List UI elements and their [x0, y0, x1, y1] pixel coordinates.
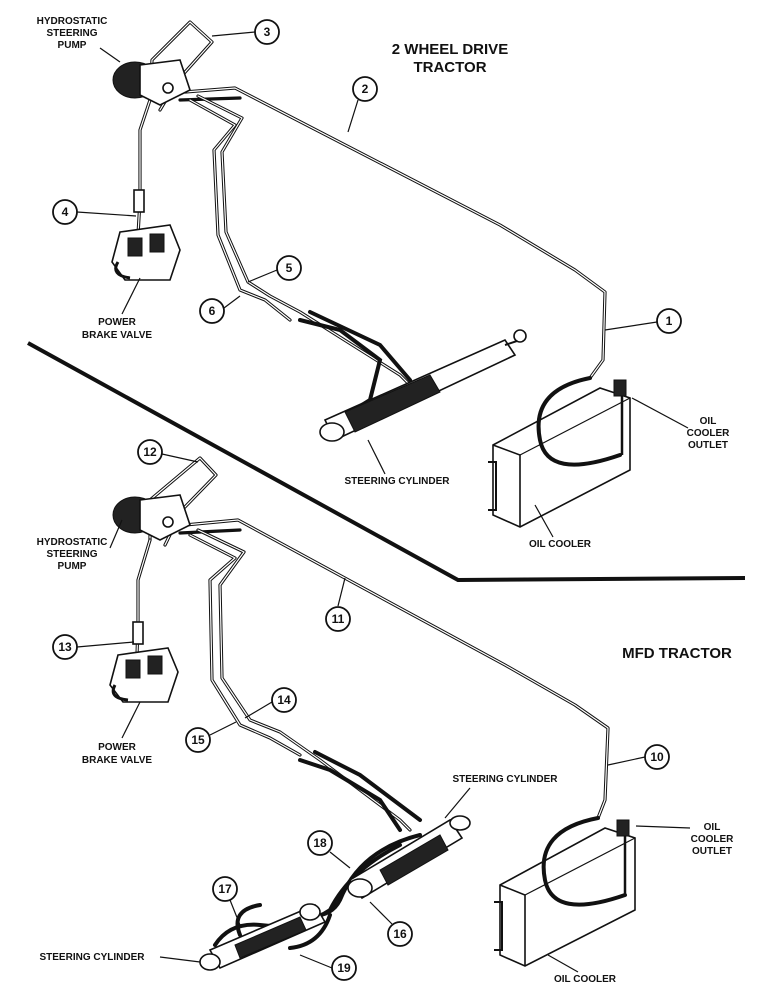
bottom-pump-label-line1: HYDROSTATIC: [37, 537, 108, 548]
top-cylinder-label: STEERING CYLINDER: [344, 476, 450, 487]
svg-text:11: 11: [332, 612, 345, 626]
top-steering-cylinder: [319, 329, 527, 442]
svg-text:15: 15: [191, 733, 205, 747]
callout-5: 5: [247, 255, 302, 283]
bottom-oil-cooler-label: OIL COOLER: [554, 974, 617, 985]
two-wheel-drive-section: 2 WHEEL DRIVE TRACTOR: [37, 16, 731, 550]
callout-14: 14: [244, 687, 297, 719]
bottom-right-steering-cylinder: [347, 815, 471, 900]
callout-19: 19: [299, 954, 357, 981]
svg-text:5: 5: [286, 261, 293, 275]
top-outlet-label-line1: OIL: [700, 416, 717, 427]
callout-10: 10: [607, 744, 670, 770]
bottom-section-title: MFD TRACTOR: [622, 645, 732, 662]
callout-12: 12: [137, 439, 199, 465]
svg-text:10: 10: [650, 750, 664, 764]
svg-text:6: 6: [209, 304, 216, 318]
top-brake-label-line1: POWER: [98, 317, 137, 328]
top-outlet-label-line2: COOLER: [687, 428, 731, 439]
top-pump-label-line2: STEERING: [46, 28, 97, 39]
mfd-section: MFD TRACTOR: [37, 439, 735, 985]
top-oil-cooler: [488, 376, 631, 528]
top-pump-label-line1: HYDROSTATIC: [37, 16, 108, 27]
top-section-title-line2: TRACTOR: [413, 59, 486, 76]
bottom-left-cylinder-label: STEERING CYLINDER: [39, 952, 145, 963]
svg-text:18: 18: [313, 836, 327, 850]
svg-text:16: 16: [393, 927, 407, 941]
callout-13: 13: [52, 634, 135, 660]
bottom-pump-label-line3: PUMP: [58, 561, 87, 572]
callout-15: 15: [185, 721, 237, 753]
bottom-outlet-label-line2: COOLER: [691, 834, 735, 845]
svg-text:1: 1: [666, 314, 673, 328]
callout-16: 16: [369, 901, 413, 947]
callout-11: 11: [325, 577, 351, 632]
bottom-pump-label-line2: STEERING: [46, 549, 97, 560]
callout-17: 17: [212, 876, 241, 926]
callout-18: 18: [307, 830, 351, 869]
top-brake-label-line2: BRAKE VALVE: [82, 330, 153, 341]
bottom-brake-label-line1: POWER: [98, 742, 137, 753]
callout-1: 1: [604, 308, 682, 334]
top-pump-label-line3: PUMP: [58, 40, 87, 51]
top-hydrostatic-steering-pump: [112, 59, 191, 106]
svg-text:13: 13: [58, 640, 72, 654]
svg-text:2: 2: [362, 82, 369, 96]
svg-text:19: 19: [337, 961, 351, 975]
bottom-hydrostatic-steering-pump: [112, 494, 191, 541]
section-divider-line: [27, 341, 746, 583]
svg-text:4: 4: [62, 205, 69, 219]
top-oil-cooler-label: OIL COOLER: [529, 539, 592, 550]
top-section-title-line1: 2 WHEEL DRIVE: [392, 41, 508, 58]
callout-2: 2: [347, 76, 378, 133]
top-power-brake-valve: [111, 224, 181, 281]
callout-3: 3: [211, 19, 280, 45]
callout-6: 6: [199, 295, 241, 324]
svg-text:3: 3: [264, 25, 271, 39]
bottom-outlet-label-line3: OUTLET: [692, 846, 732, 857]
bottom-right-cylinder-label: STEERING CYLINDER: [452, 774, 558, 785]
svg-text:14: 14: [277, 693, 291, 707]
bottom-oil-cooler: [494, 816, 636, 967]
svg-text:17: 17: [218, 882, 232, 896]
callout-4: 4: [52, 199, 137, 225]
bottom-left-steering-cylinder: [199, 903, 327, 971]
bottom-brake-label-line2: BRAKE VALVE: [82, 755, 153, 766]
bottom-outlet-label-line1: OIL: [704, 822, 721, 833]
top-outlet-label-line3: OUTLET: [688, 440, 728, 451]
bottom-power-brake-valve: [109, 647, 179, 703]
svg-text:12: 12: [143, 445, 157, 459]
